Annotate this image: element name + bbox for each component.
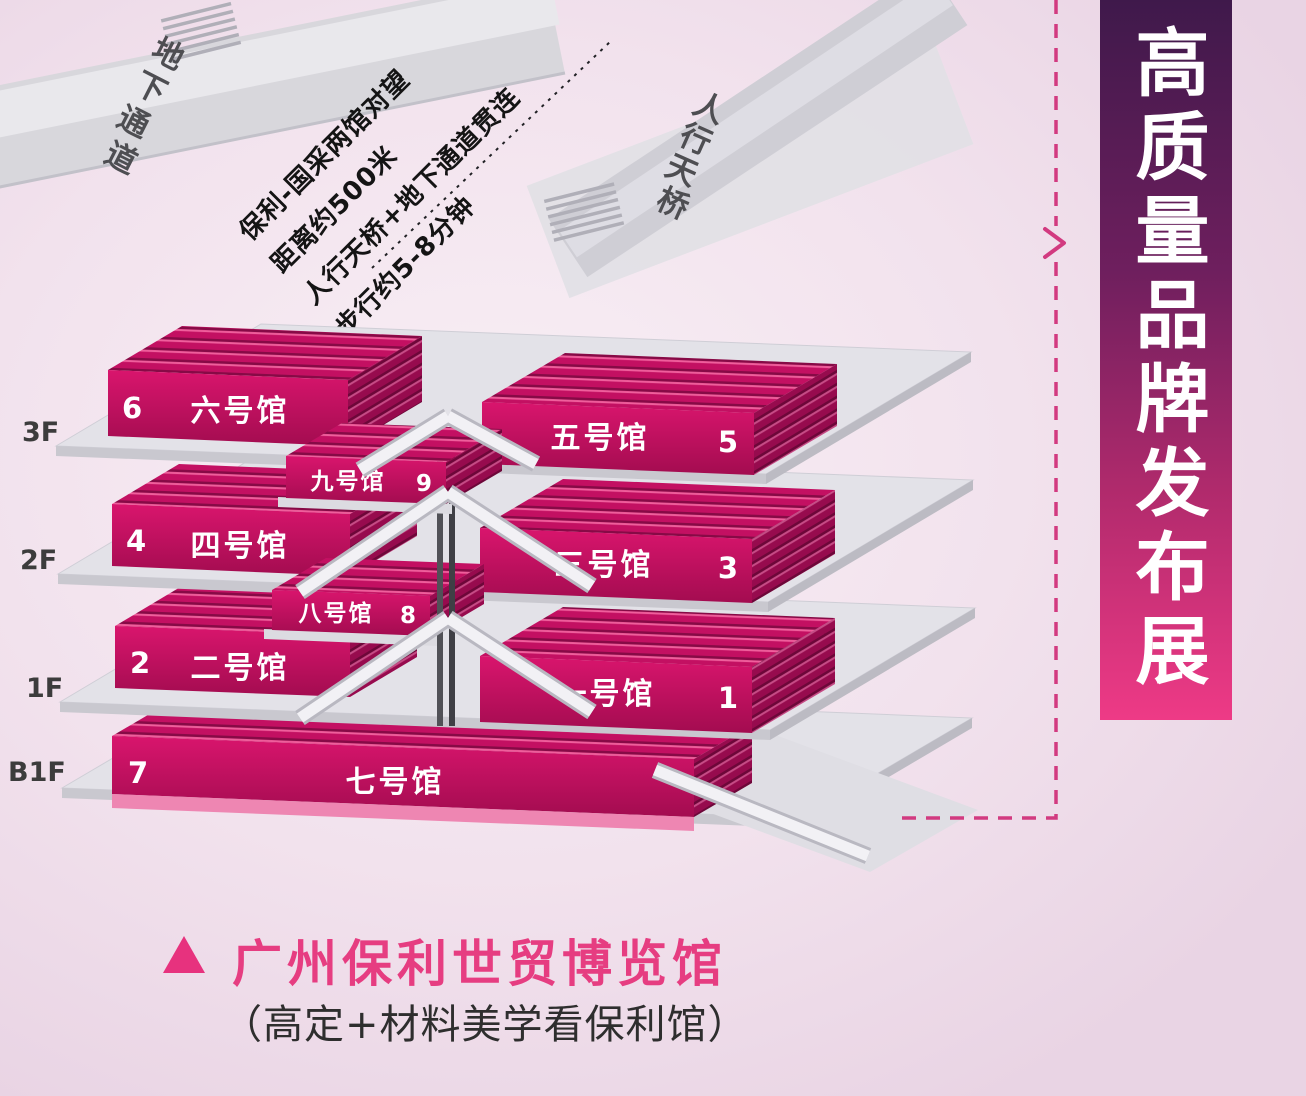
hall-front-face bbox=[272, 590, 430, 636]
floor-label-1f: 1F bbox=[26, 673, 63, 704]
hall-top-face bbox=[482, 353, 837, 413]
hall-number: 3 bbox=[718, 551, 738, 585]
venue-title: 广州保利世贸博览馆 bbox=[232, 935, 727, 993]
hall-top-face bbox=[480, 479, 835, 539]
hall-number: 5 bbox=[718, 425, 738, 459]
triangle-marker-icon bbox=[163, 936, 205, 973]
hall-name: 八号馆 bbox=[299, 600, 374, 627]
floor-label-3f: 3F bbox=[22, 417, 59, 448]
dashed-path bbox=[892, 0, 1058, 820]
hall-front-face bbox=[112, 736, 694, 817]
dotted-route-line bbox=[371, 39, 613, 269]
hall-number: 1 bbox=[718, 681, 738, 715]
stairs-icon bbox=[543, 182, 625, 242]
hall-base-strip bbox=[112, 794, 694, 831]
hall-name: 七号馆 bbox=[346, 765, 445, 800]
hall-top-face bbox=[480, 607, 835, 667]
hall-number: 7 bbox=[128, 756, 148, 790]
venue-subtitle: （高定+材料美学看保利馆） bbox=[222, 1002, 749, 1048]
hall-name: 四号馆 bbox=[191, 529, 290, 564]
hall-5: 五号馆 5 bbox=[482, 353, 837, 475]
hall-name: 九号馆 bbox=[310, 468, 386, 495]
hall-side-face bbox=[754, 364, 837, 475]
underground-road-edge bbox=[0, 71, 566, 189]
dashed-connector bbox=[892, 0, 1066, 820]
hall-number: 8 bbox=[400, 603, 416, 629]
hall-number: 9 bbox=[416, 471, 432, 497]
hall-name: 六号馆 bbox=[191, 394, 290, 429]
hall-number: 6 bbox=[122, 391, 142, 425]
hall-top-face bbox=[108, 326, 422, 380]
hall-number: 4 bbox=[126, 524, 146, 558]
hall-side-face bbox=[348, 336, 422, 446]
escalators bbox=[295, 408, 872, 864]
underground-road-highlight bbox=[0, 0, 560, 138]
hall-side-face bbox=[752, 618, 835, 733]
hall-front-face bbox=[286, 456, 446, 504]
hall-side-face bbox=[446, 429, 502, 504]
walkways: 地 下 通 道 人 行 天 桥 bbox=[0, 0, 974, 343]
hall-front-face bbox=[480, 528, 752, 603]
floor-label-2f: 2F bbox=[20, 545, 57, 576]
hall-front-face bbox=[108, 370, 348, 446]
hall-front-face bbox=[112, 504, 350, 576]
hall-6: 6 六号馆 bbox=[108, 326, 422, 446]
hall-number: 2 bbox=[130, 646, 150, 680]
vertical-banner: 高质量品牌发布展 bbox=[1100, 0, 1232, 720]
hall-front-face bbox=[482, 402, 754, 475]
mezzanine-slab bbox=[264, 629, 438, 646]
hall-front-face bbox=[115, 626, 350, 697]
banner-text: 高质量品牌发布展 bbox=[1123, 24, 1209, 696]
elevator-shaft bbox=[437, 430, 455, 726]
floor-label-b1f: B1F bbox=[8, 757, 66, 788]
building: 7 七号馆 一号馆 1 2 bbox=[54, 323, 978, 872]
hall-name: 五号馆 bbox=[551, 421, 650, 456]
arrow-chevron-icon bbox=[1043, 227, 1066, 259]
escalator-ramps bbox=[296, 411, 871, 862]
hall-9: 九号馆 9 bbox=[278, 423, 502, 514]
floor-labels: 3F 2F 1F B1F bbox=[8, 417, 66, 788]
hall-side-face bbox=[752, 490, 835, 603]
stairs-icon bbox=[160, 1, 242, 62]
bridge-band-highlight bbox=[559, 0, 953, 258]
hall-3: 三号馆 3 bbox=[480, 479, 835, 603]
hall-name: 二号馆 bbox=[191, 651, 290, 686]
